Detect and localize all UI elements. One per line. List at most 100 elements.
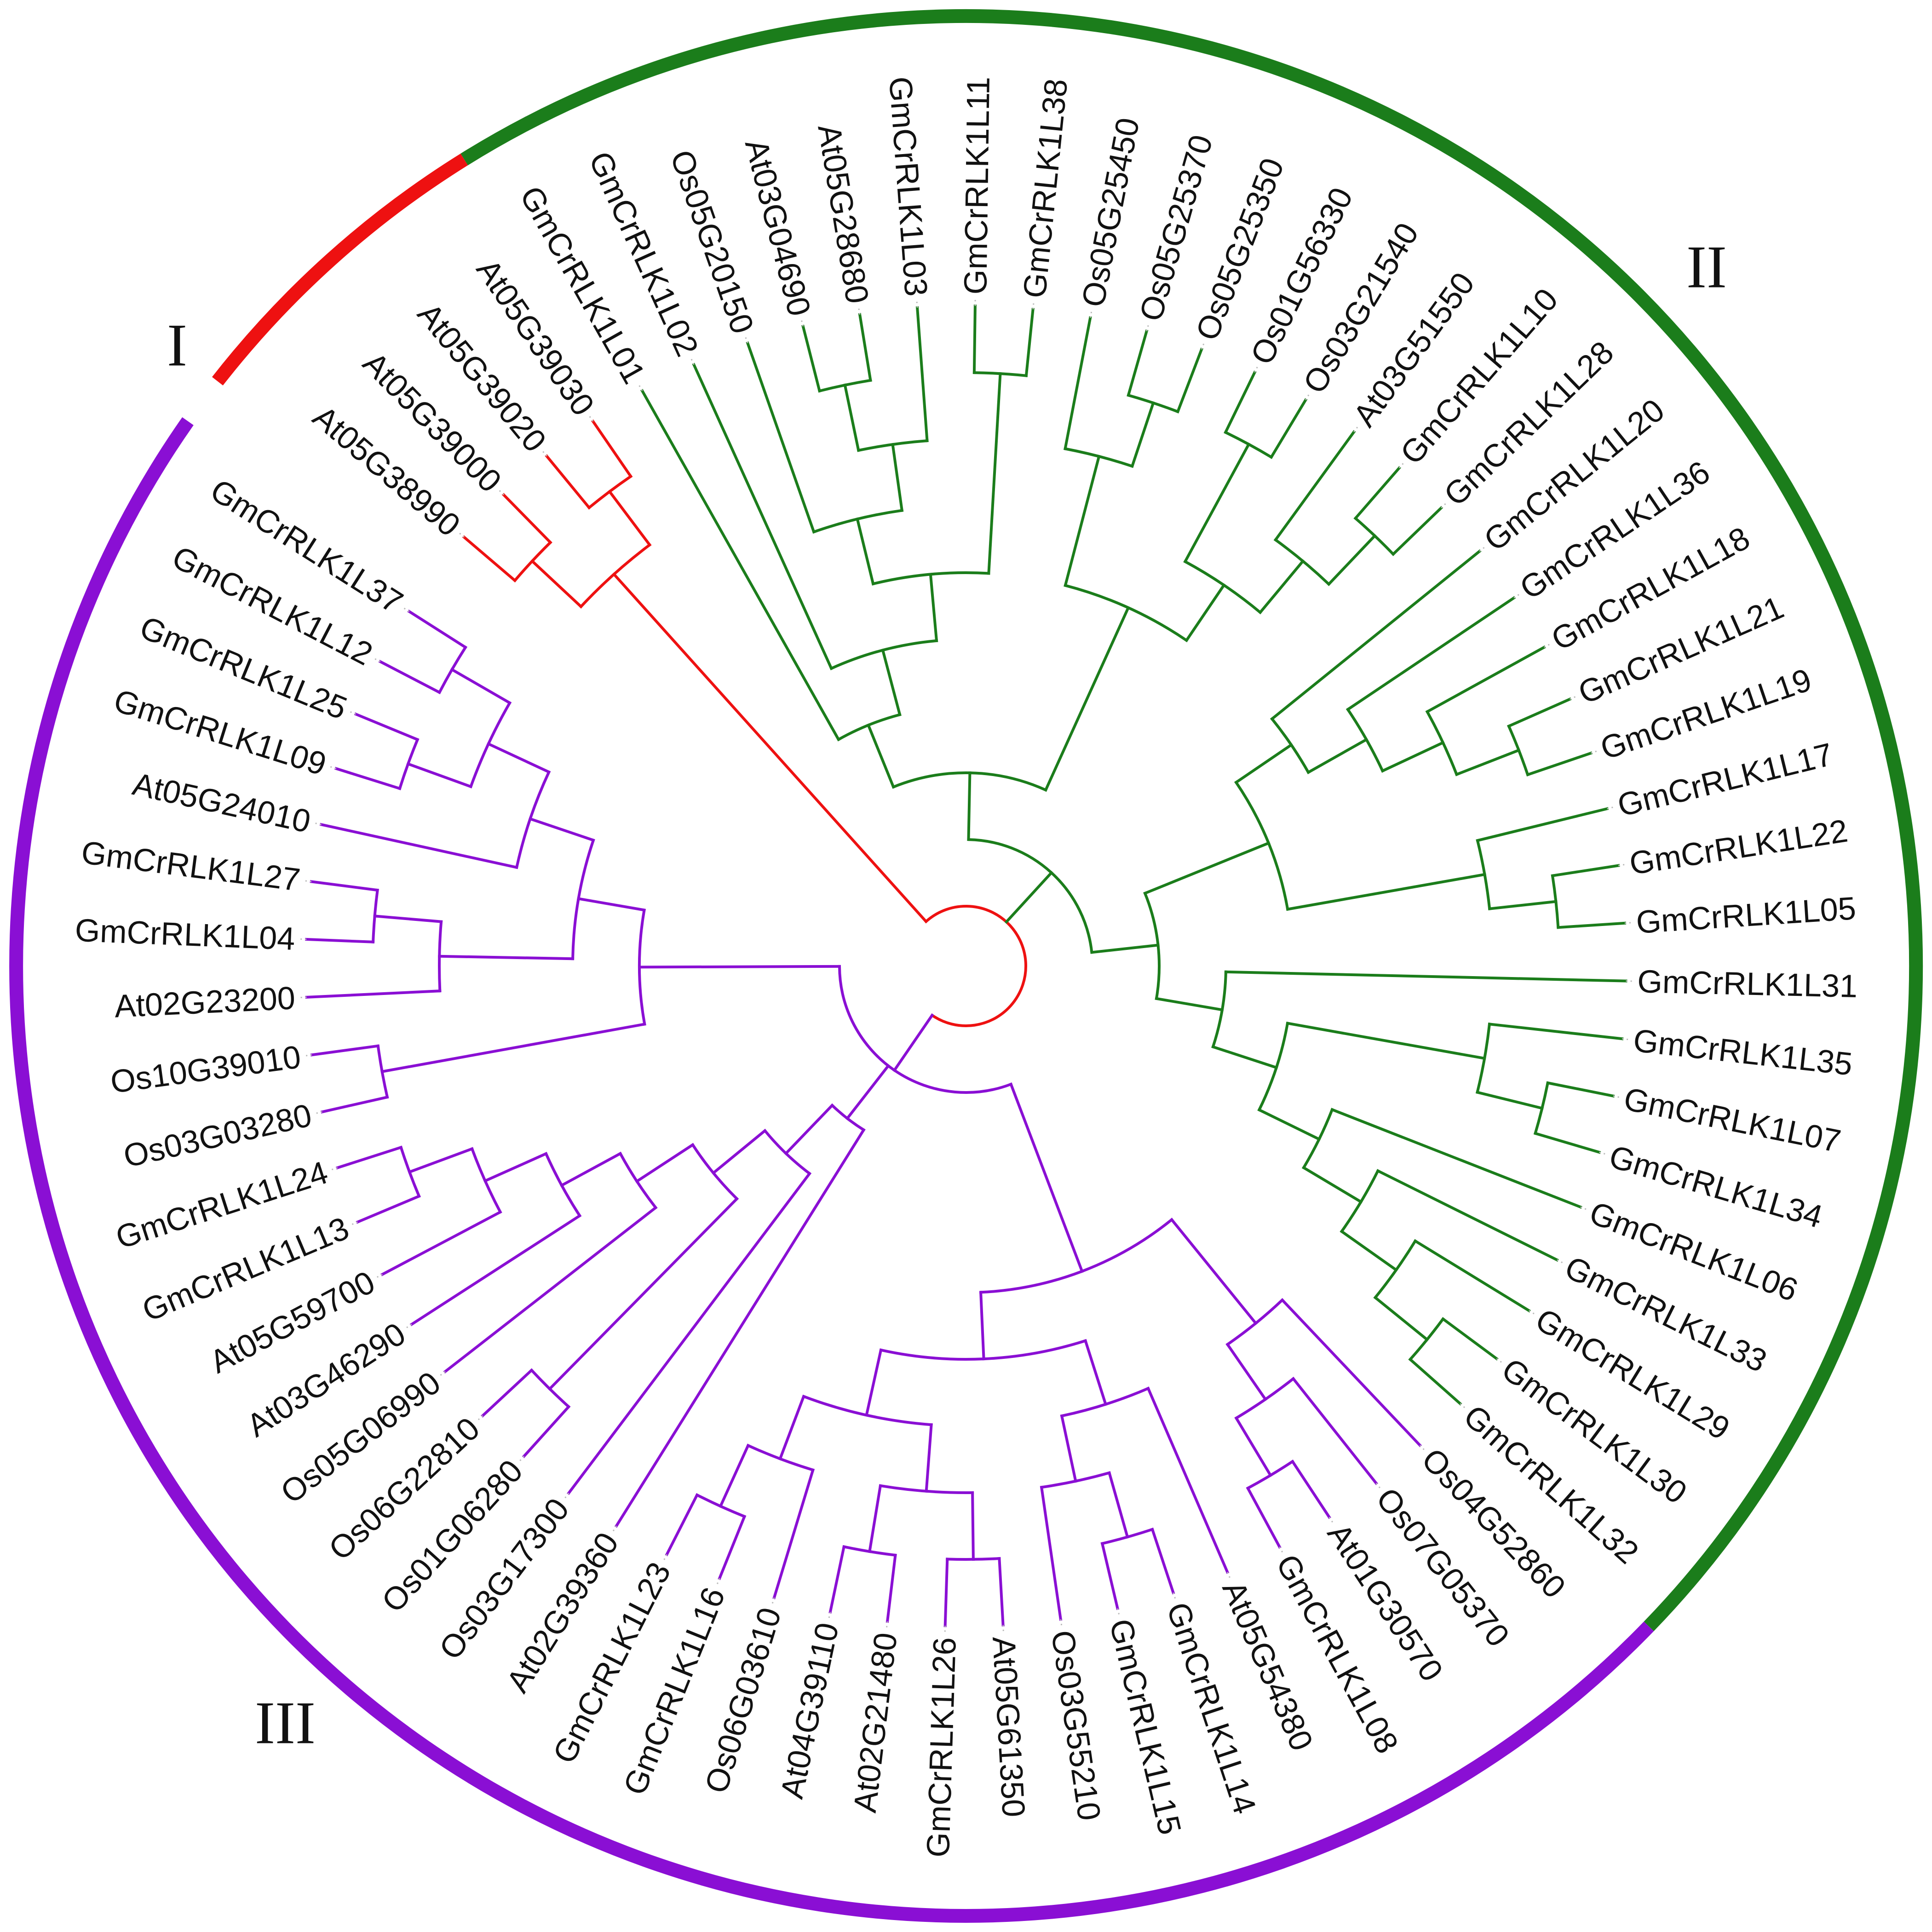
tree-node-arc-51 bbox=[830, 1103, 866, 1132]
tree-node-arc-26 bbox=[1476, 839, 1491, 910]
leaf-branch-GmCrRLK1L06 bbox=[1330, 1108, 1582, 1209]
internal-branch bbox=[1475, 1090, 1544, 1110]
internal-branch bbox=[1169, 1218, 1258, 1325]
leaf-leader-line bbox=[1328, 1517, 1335, 1525]
leaf-branch-GmCrRLK1L23 bbox=[665, 1493, 699, 1557]
leaf-branch-GmCrRLK1L29 bbox=[1413, 1239, 1531, 1313]
internal-branch bbox=[1234, 1416, 1273, 1478]
clade-ring-I bbox=[212, 153, 468, 385]
tree-node-arc-8 bbox=[871, 571, 990, 586]
internal-branch bbox=[559, 1151, 622, 1187]
internal-branch bbox=[1257, 1108, 1321, 1141]
leaf-leader-line bbox=[587, 414, 594, 422]
internal-branch bbox=[865, 1348, 883, 1417]
leaf-branch-At03G51550 bbox=[1273, 430, 1356, 542]
leaf-leader-line bbox=[1557, 1259, 1565, 1265]
leaf-leader-line bbox=[329, 1167, 338, 1171]
leaf-leader-line bbox=[1398, 461, 1406, 469]
tree-node-arc-37 bbox=[979, 1218, 1174, 1294]
internal-branch bbox=[1130, 401, 1155, 468]
leaf-leader-line bbox=[800, 317, 804, 327]
internal-branch bbox=[1258, 559, 1305, 615]
tree-node-arc-29 bbox=[1257, 1022, 1289, 1112]
leaf-label-At05G24010: At05G24010 bbox=[130, 766, 314, 840]
leaf-leader-line bbox=[1305, 392, 1311, 401]
internal-branch bbox=[530, 559, 583, 609]
tree-node-arc-13 bbox=[1064, 584, 1189, 643]
tree-node-arc-3 bbox=[587, 474, 633, 510]
internal-branch bbox=[866, 723, 896, 789]
internal-branch bbox=[845, 1064, 891, 1121]
leaf-branch-Os05G06990 bbox=[443, 1206, 658, 1374]
leaf-branch-At01G30570 bbox=[1290, 1459, 1331, 1519]
internal-branch bbox=[1083, 1339, 1108, 1406]
leaf-branch-GmCrRLK1L02 bbox=[692, 362, 834, 671]
leaf-leader-line bbox=[518, 1455, 525, 1463]
internal-branch bbox=[1090, 943, 1160, 954]
leaf-branch-At05G38990 bbox=[462, 535, 517, 583]
tree-node-arc-39 bbox=[1234, 1376, 1295, 1420]
internal-branch bbox=[1234, 743, 1294, 784]
leaf-leader-line bbox=[1279, 1547, 1284, 1555]
leaf-label-At05G28680: At05G28680 bbox=[811, 122, 875, 306]
leaf-branch-GmCrRLK1L11 bbox=[972, 305, 977, 374]
leaf-branch-At05G61350 bbox=[998, 1557, 1005, 1627]
leaf-branch-GmCrRLK1L14 bbox=[1150, 1527, 1175, 1595]
leaf-label-Os10G39010: Os10G39010 bbox=[108, 1039, 303, 1100]
leaf-branch-GmCrRLK1L12 bbox=[378, 660, 442, 695]
leaf-leader-line bbox=[1613, 1095, 1622, 1098]
internal-branch bbox=[868, 1484, 882, 1553]
internal-branch bbox=[408, 1147, 474, 1174]
tree-node-arc-47 bbox=[946, 1557, 1001, 1561]
internal-branch bbox=[380, 1022, 646, 1074]
leaf-branch-Os03G21540 bbox=[1269, 398, 1308, 459]
leaf-leader-line bbox=[457, 531, 465, 538]
internal-branch bbox=[1155, 997, 1224, 1012]
leaf-branch-Os04G52860 bbox=[1280, 1298, 1422, 1448]
leaf-leader-line bbox=[1618, 863, 1627, 867]
leaf-branch-Os05G25450 bbox=[1064, 316, 1092, 451]
leaf-leader-line bbox=[1590, 749, 1599, 754]
internal-branch bbox=[483, 1152, 548, 1183]
internal-branch bbox=[778, 1394, 805, 1461]
leaf-branch-GmCrRLK1L22 bbox=[1551, 864, 1620, 878]
tree-node-arc-41 bbox=[879, 1339, 1087, 1361]
leaf-branch-GmCrRLK1L20 bbox=[1270, 549, 1482, 721]
leaf-leader-line bbox=[1580, 1206, 1589, 1211]
leaf-leader-line bbox=[1569, 695, 1578, 700]
leaf-branch-At05G24010 bbox=[319, 822, 518, 869]
internal-branch bbox=[547, 1196, 739, 1391]
tree-node-arc-1 bbox=[579, 543, 652, 609]
internal-branch bbox=[881, 648, 902, 717]
tree-node-arc-56 bbox=[544, 1152, 582, 1218]
tree-node-arc-52 bbox=[763, 1128, 812, 1176]
leaf-branch-GmCrRLK1L05 bbox=[1557, 921, 1627, 929]
leaf-leader-line bbox=[1479, 545, 1487, 552]
leaf-leader-line bbox=[404, 1323, 412, 1330]
leaf-leader-line bbox=[1441, 501, 1448, 509]
leaf-branch-GmCrRLK1L25 bbox=[354, 712, 420, 742]
leaf-leader-line bbox=[302, 880, 311, 882]
tree-node-arc-36 bbox=[838, 965, 1013, 1094]
tree-node-arc-14 bbox=[1064, 447, 1134, 468]
internal-branch bbox=[486, 742, 551, 774]
leaf-leader-line bbox=[1496, 1358, 1504, 1365]
leaf-label-GmCrRLK1L32: GmCrRLK1L32 bbox=[1457, 1398, 1645, 1571]
internal-branch bbox=[784, 1103, 834, 1156]
leaf-label-GmCrRLK1L05: GmCrRLK1L05 bbox=[1635, 890, 1857, 940]
leaf-leader-line bbox=[1146, 322, 1150, 332]
leaf-branch-GmCrRLK1L15 bbox=[1100, 1541, 1120, 1610]
clade-label-III: III bbox=[255, 1689, 316, 1757]
leaf-label-At04G39110: At04G39110 bbox=[774, 1620, 845, 1802]
leaf-branch-At02G21480 bbox=[886, 1553, 897, 1623]
internal-branch bbox=[1044, 606, 1130, 792]
leaf-branch-At02G39360 bbox=[614, 1128, 866, 1528]
leaf-label-At02G21480: At02G21480 bbox=[847, 1631, 904, 1815]
leaf-leader-line bbox=[312, 822, 322, 825]
leaf-leader-line bbox=[1375, 1483, 1382, 1491]
leaf-leader-line bbox=[540, 448, 547, 457]
internal-branch bbox=[1488, 900, 1558, 910]
leaf-leader-line bbox=[1226, 1572, 1232, 1581]
tree-node-arc-45 bbox=[802, 1394, 933, 1426]
leaf-leader-line bbox=[328, 765, 337, 770]
